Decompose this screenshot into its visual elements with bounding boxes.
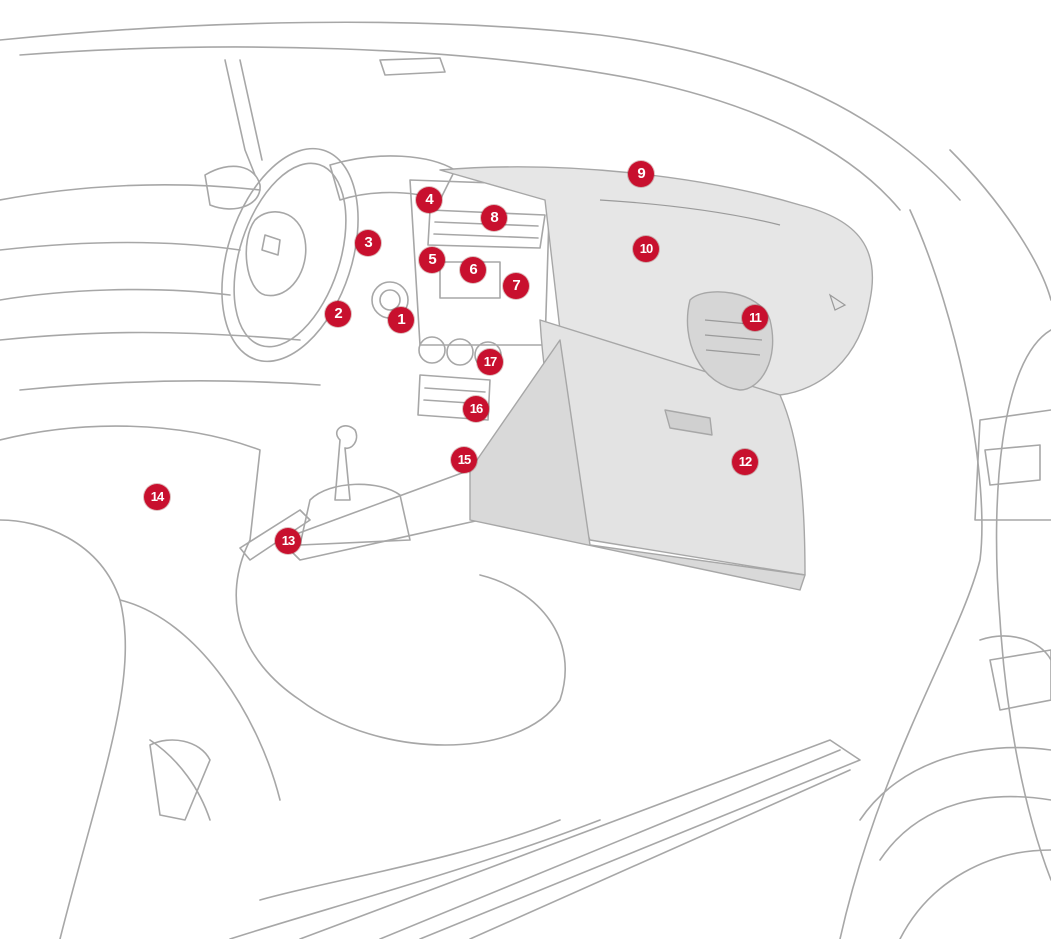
a-pillar (224, 59, 256, 176)
gear-lever (334, 425, 358, 501)
callout-marker-10: 10 (633, 236, 659, 262)
callout-marker-15: 15 (451, 447, 477, 473)
callout-marker-11: 11 (742, 305, 768, 331)
callout-marker-3: 3 (355, 230, 381, 256)
callout-marker-17: 17 (477, 349, 503, 375)
steering-wheel-rim (221, 147, 359, 363)
hvac-knob-mid (446, 338, 474, 366)
left-door (0, 183, 261, 201)
hvac-knob-left (418, 336, 446, 364)
door-handle (984, 444, 1041, 486)
glovebox-handle (664, 409, 713, 436)
driver-seat (0, 425, 566, 746)
door-frame (839, 209, 983, 939)
callout-marker-5: 5 (419, 247, 445, 273)
callout-marker-4: 4 (416, 187, 442, 213)
center-console (279, 469, 481, 561)
handbrake (239, 509, 311, 561)
roof-line (0, 21, 961, 201)
callout-marker-14: 14 (144, 484, 170, 510)
callout-marker-9: 9 (628, 161, 654, 187)
windshield-frame (19, 46, 901, 211)
instrument-cluster (329, 155, 456, 201)
radio-panel (417, 374, 491, 421)
callout-marker-12: 12 (732, 449, 758, 475)
seat-adjuster (149, 739, 211, 821)
rear-view-mirror (379, 57, 446, 76)
callout-marker-6: 6 (460, 257, 486, 283)
side-mirror (204, 165, 261, 210)
lower-dash-panel (469, 339, 806, 591)
steering-wheel-hub (245, 211, 307, 297)
callout-marker-16: 16 (463, 396, 489, 422)
callout-marker-2: 2 (325, 301, 351, 327)
center-vent (427, 209, 546, 249)
door-sill (299, 739, 861, 939)
callout-marker-13: 13 (275, 528, 301, 554)
callout-marker-8: 8 (481, 205, 507, 231)
callout-marker-1: 1 (388, 307, 414, 333)
callout-marker-7: 7 (503, 273, 529, 299)
